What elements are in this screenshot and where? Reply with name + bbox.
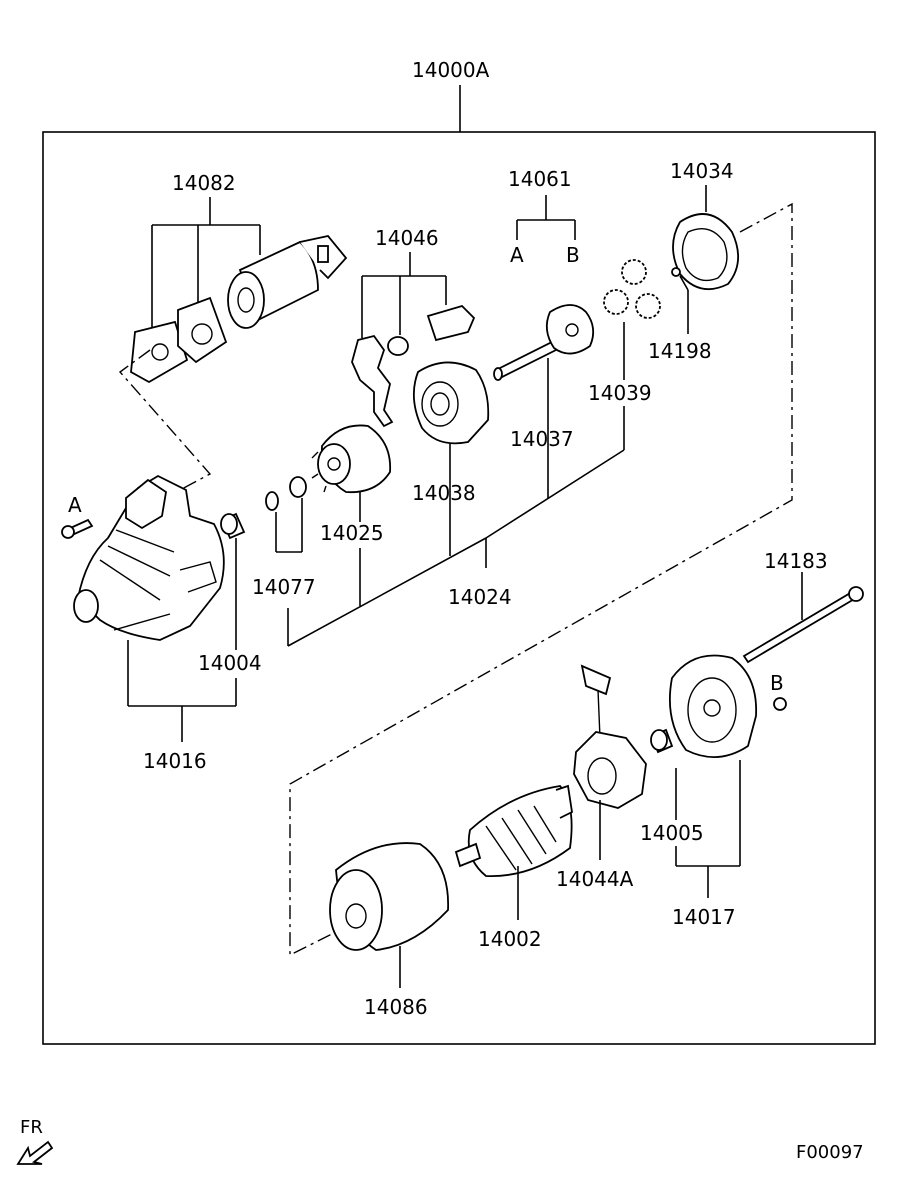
- part-14061-a-label: A: [510, 243, 524, 267]
- small-pin-icon: [671, 267, 681, 277]
- shift-lever-icon: [351, 334, 394, 428]
- part-14004-label: 14004: [198, 651, 262, 675]
- part-14061-b-label: B: [566, 243, 580, 267]
- part-14077-label: 14077: [252, 575, 316, 599]
- solenoid-plate-icon: [130, 320, 189, 384]
- part-14044a-label: 14044A: [556, 867, 634, 891]
- part-14086-label: 14086: [364, 995, 428, 1019]
- through-bolt-icon: [742, 572, 864, 664]
- solenoid-gasket-icon: [177, 296, 228, 364]
- planet-gears-icon: [603, 259, 661, 450]
- part-14024-leader: [287, 449, 625, 647]
- assembly-number-label: 14000A: [412, 58, 490, 82]
- part-14016-label: 14016: [143, 749, 207, 773]
- assembly-frame: [42, 85, 876, 1045]
- bolt-a-icon: [61, 518, 94, 539]
- part-14198-label: 14198: [648, 339, 712, 363]
- part-14183-label: 14183: [764, 549, 828, 573]
- yoke-icon: [329, 842, 449, 988]
- front-direction-arrow-icon: [16, 1140, 54, 1165]
- solenoid-group: [130, 197, 348, 384]
- bolt-a-label: A: [68, 493, 82, 517]
- part-14025-label: 14025: [320, 521, 384, 545]
- armature-icon: [454, 784, 573, 920]
- part-14024-label: 14024: [448, 585, 512, 609]
- stop-rings-icon: [265, 476, 307, 553]
- lever-group: [351, 252, 476, 428]
- part-14037-label: 14037: [510, 427, 574, 451]
- overrunning-clutch-icon: [311, 424, 391, 522]
- part-14002-label: 14002: [478, 927, 542, 951]
- part-14038-label: 14038: [412, 481, 476, 505]
- part-14046-label: 14046: [375, 226, 439, 250]
- part-14082-label: 14082: [172, 171, 236, 195]
- bushing-icon: [220, 512, 246, 650]
- bolt-b-label: B: [770, 671, 784, 695]
- part-14017-label: 14017: [672, 905, 736, 929]
- solenoid-body-icon: [227, 235, 348, 329]
- rear-bushing-icon: [650, 728, 740, 898]
- lever-ring-icon: [387, 336, 409, 356]
- part-14061-leader: [516, 195, 576, 240]
- internal-gear-ring-icon: [671, 185, 739, 334]
- figure-code: F00097: [796, 1142, 864, 1163]
- brush-holder-icon: [573, 664, 647, 860]
- part-14016-leader: [127, 640, 237, 742]
- part-14005-label: 14005: [640, 821, 704, 845]
- part-14039-label: 14039: [588, 381, 652, 405]
- part-14034-label: 14034: [670, 159, 734, 183]
- lever-block-icon: [426, 304, 476, 342]
- front-housing-icon: [73, 474, 225, 641]
- part-14061-label: 14061: [508, 167, 572, 191]
- planetary-shaft-icon: [493, 304, 595, 498]
- bolt-b-icon: [773, 697, 787, 711]
- drive-housing-bracket-icon: [412, 361, 490, 548]
- front-direction-label: FR: [20, 1117, 43, 1138]
- rear-bracket-icon: [669, 654, 757, 866]
- alignment-lines: [118, 202, 793, 957]
